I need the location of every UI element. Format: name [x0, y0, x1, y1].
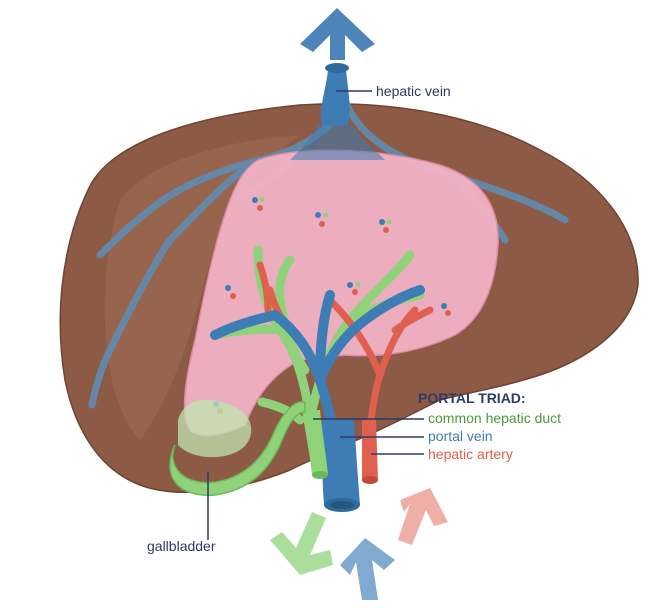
- outflow-arrow-up: [300, 8, 375, 60]
- common-hepatic-duct-label: common hepatic duct: [428, 410, 561, 426]
- hepatic-artery-label: hepatic artery: [428, 446, 513, 462]
- portal-vein-label: portal vein: [428, 428, 493, 444]
- hepatic-vein-label: hepatic vein: [376, 83, 451, 99]
- portal-inflow-arrow: [340, 538, 395, 600]
- arterial-inflow-arrow: [398, 488, 448, 545]
- bile-outflow-arrow: [270, 512, 333, 575]
- portal-vein-trunk: [322, 420, 360, 512]
- gallbladder-label: gallbladder: [147, 538, 216, 554]
- portal-triad-title: PORTAL TRIAD:: [418, 390, 526, 406]
- hepatic-artery-trunk: [362, 420, 378, 484]
